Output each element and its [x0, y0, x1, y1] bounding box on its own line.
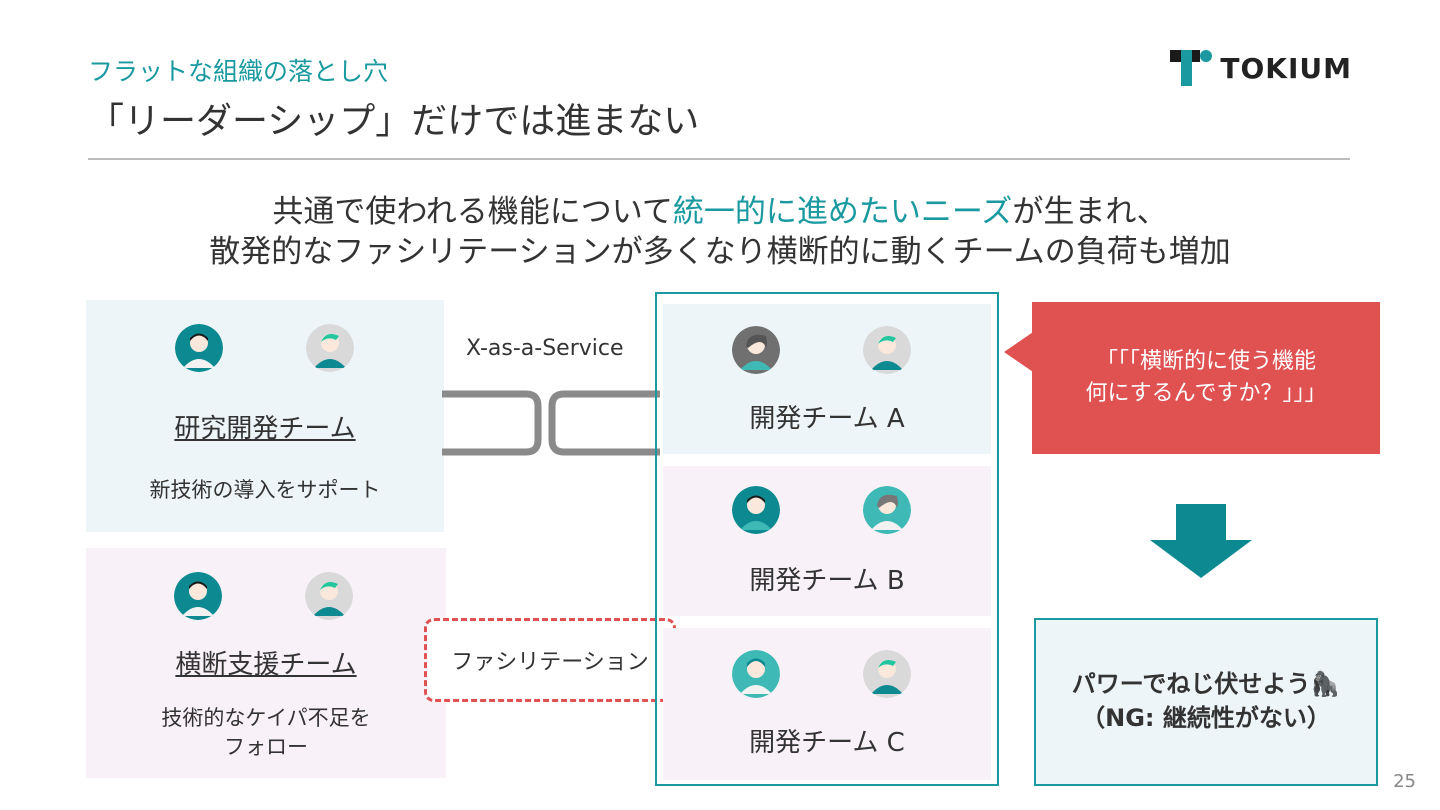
- lead-line-1: 共通で使われる機能について統一的に進めたいニーズが生まれ、: [0, 186, 1440, 231]
- result-line-1: パワーでねじ伏せよう🦍: [1071, 670, 1341, 699]
- lead-line-1-pre: 共通で使われる機能について: [272, 194, 673, 230]
- member-avatar-icon: [863, 486, 911, 534]
- dev-team-c-name: 開発チーム C: [749, 728, 905, 758]
- logo-mark-icon: [1170, 50, 1213, 86]
- member-avatar-icon: [174, 572, 222, 620]
- speech-callout: 「「「横断的に使う機能 何にするんですか？」」」: [1032, 302, 1380, 454]
- xaas-connector: [442, 390, 660, 456]
- result-box: パワーでねじ伏せよう🦍 （NG: 継続性がない）: [1034, 618, 1378, 786]
- lead-line-1-post: が生まれ、: [1012, 194, 1168, 230]
- member-avatar-icon: [306, 324, 354, 372]
- support-team-name: 横断支援チーム: [175, 650, 357, 680]
- support-team-desc: 技術的なケイパ不足を フォロー: [161, 706, 371, 760]
- xaas-label: X-as-a-Service: [466, 336, 624, 361]
- tokium-logo: TOKIUM: [1170, 48, 1352, 88]
- support-team-panel: 横断支援チーム 技術的なケイパ不足を フォロー: [86, 548, 446, 778]
- member-avatar-icon: [732, 650, 780, 698]
- callout-line-1: 「「「横断的に使う機能: [1095, 349, 1316, 375]
- slide-subtitle: フラットな組織の落とし穴: [88, 57, 389, 86]
- member-avatar-icon: [732, 326, 780, 374]
- dev-team-c-panel: 開発チーム C: [663, 628, 991, 780]
- header-divider: [88, 158, 1350, 160]
- dev-team-a-name: 開発チーム A: [749, 404, 905, 434]
- lead-highlight: 統一的に進めたいニーズ: [672, 194, 1013, 230]
- rd-team-desc: 新技術の導入をサポート: [149, 478, 381, 502]
- lead-line-2: 散発的なファシリテーションが多くなり横断的に動くチームの負荷も増加: [209, 234, 1231, 270]
- page-number: 25: [1393, 771, 1416, 792]
- rd-team-panel: 研究開発チーム 新技術の導入をサポート: [86, 300, 444, 532]
- arrow-down-icon: [1150, 504, 1252, 578]
- dev-teams-container: 開発チーム A 開発チーム B 開発チーム C: [655, 292, 999, 786]
- rd-team-name: 研究開発チーム: [174, 414, 356, 444]
- slide-title: 「リーダーシップ」だけでは進まない: [88, 101, 700, 142]
- member-avatar-icon: [732, 486, 780, 534]
- dev-team-b-panel: 開発チーム B: [663, 466, 991, 616]
- member-avatar-icon: [305, 572, 353, 620]
- callout-pointer: [1004, 330, 1036, 374]
- result-line-2: （NG: 継続性がない）: [1081, 704, 1331, 732]
- dev-team-b-name: 開発チーム B: [749, 566, 905, 596]
- dev-team-a-panel: 開発チーム A: [663, 304, 991, 454]
- callout-line-2: 何にするんですか？」」」: [1085, 381, 1327, 406]
- facilitation-box: ファシリテーション: [424, 618, 676, 702]
- member-avatar-icon: [175, 324, 223, 372]
- member-avatar-icon: [863, 326, 911, 374]
- logo-text: TOKIUM: [1220, 51, 1352, 85]
- member-avatar-icon: [863, 650, 911, 698]
